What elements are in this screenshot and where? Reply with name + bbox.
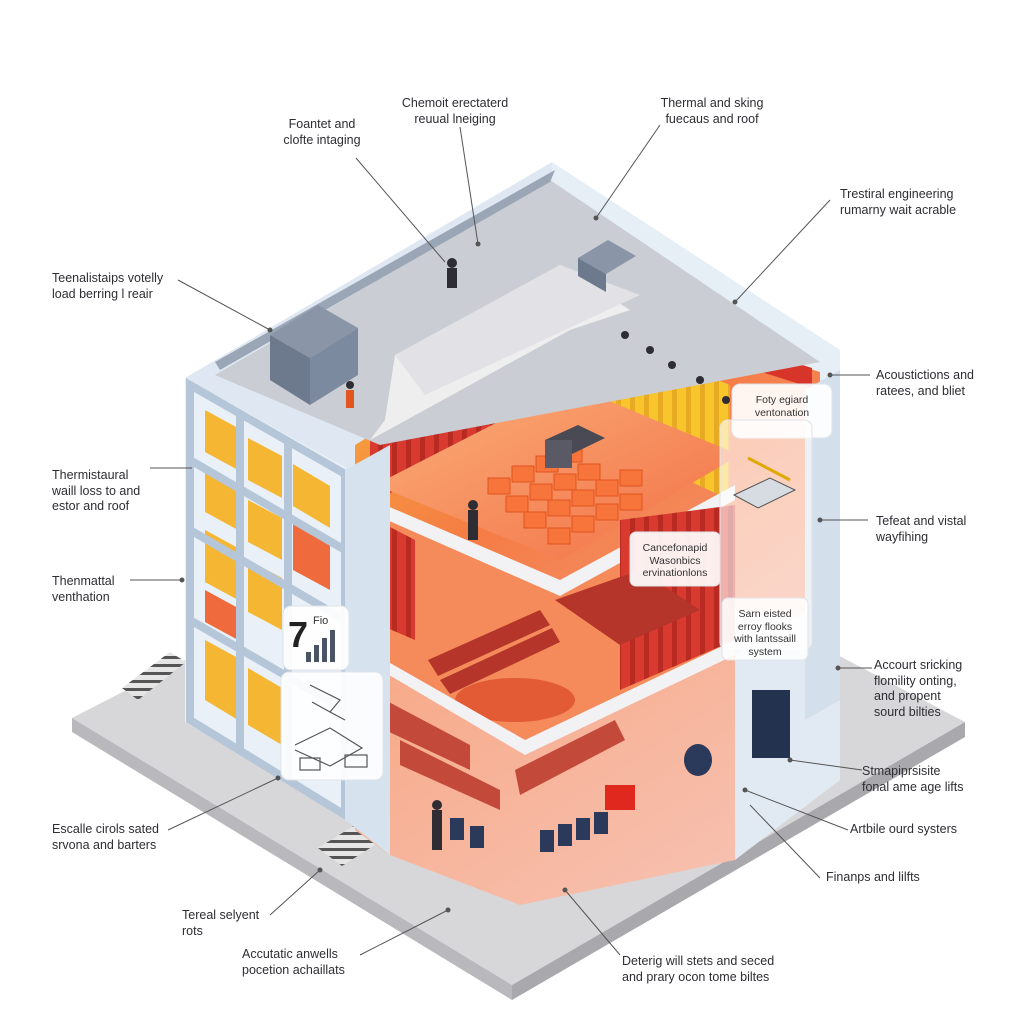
bar-chart-icon xyxy=(306,630,335,662)
diagram-sketch-icon xyxy=(294,684,368,771)
callout-audio-systems: Artbile ourd systers xyxy=(850,822,957,836)
leader-lines xyxy=(130,124,872,956)
stage-light-icon xyxy=(621,331,730,404)
seating-system-panel xyxy=(721,597,809,661)
configuration-panel xyxy=(629,531,721,587)
stats-badge-label: Fio xyxy=(313,615,329,627)
diagram-sketch-panel xyxy=(280,671,384,781)
hvac-unit-small-icon xyxy=(578,240,636,292)
stats-badge-number: 7 xyxy=(288,614,309,655)
leader-dots xyxy=(179,215,841,913)
worker-icon xyxy=(346,258,478,850)
ventilation-duct-panel xyxy=(719,419,813,651)
callout-ramps-lifts: Finanps and lilfts xyxy=(826,870,920,884)
building-interior xyxy=(185,162,840,905)
hvac-unit-icon xyxy=(270,305,358,405)
